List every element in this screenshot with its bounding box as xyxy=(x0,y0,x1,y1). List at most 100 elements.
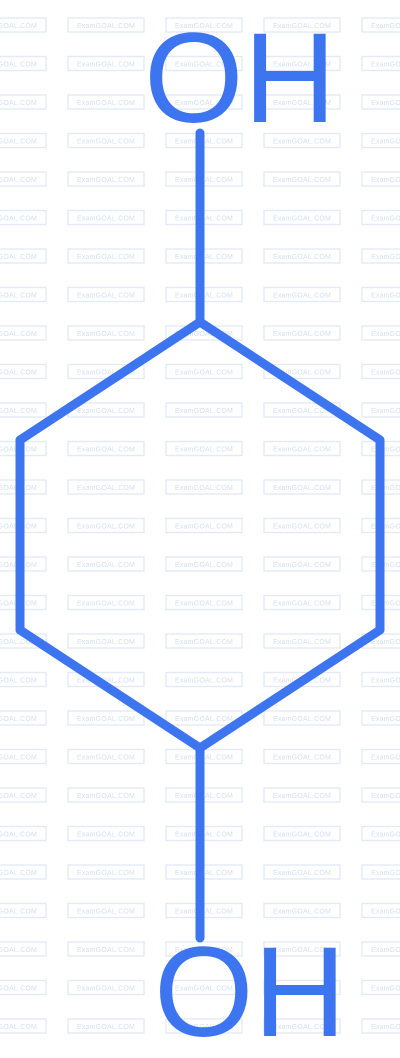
watermark-text: ExamGOAL.COM xyxy=(77,793,135,800)
watermark-text: ExamGOAL.COM xyxy=(371,62,400,69)
watermark-text: ExamGOAL.COM xyxy=(273,485,331,492)
watermark-tile: ExamGOAL.COM xyxy=(0,671,47,688)
watermark-tile: ExamGOAL.COM xyxy=(67,556,145,572)
watermark-text: ExamGOAL.COM xyxy=(273,832,331,839)
watermark-tile: ExamGOAL.COM xyxy=(263,132,341,149)
watermark-tile: ExamGOAL.COM xyxy=(361,55,400,72)
watermark-text: ExamGOAL.COM xyxy=(273,562,331,569)
watermark-box xyxy=(67,1018,145,1034)
watermark-text: ExamGOAL.COM xyxy=(273,293,331,300)
watermark-text: ExamGOAL.COM xyxy=(175,1024,233,1031)
watermark-text: ExamGOAL.COM xyxy=(77,331,135,338)
watermark-tile: ExamGOAL.COM xyxy=(67,825,145,842)
watermark-text: ExamGOAL.COM xyxy=(0,100,37,107)
watermark-box xyxy=(361,94,400,110)
watermark-box xyxy=(165,633,243,649)
watermark-text: ExamGOAL.COM xyxy=(175,601,233,608)
watermark-text: ExamGOAL.COM xyxy=(371,909,400,916)
watermark-text: ExamGOAL.COM xyxy=(0,254,37,261)
watermark-box xyxy=(165,363,243,380)
watermark-box xyxy=(0,440,47,457)
watermark-tile: ExamGOAL.COM xyxy=(0,286,47,303)
watermark-text: ExamGOAL.COM xyxy=(77,177,135,184)
watermark-box xyxy=(361,132,400,149)
watermark-box xyxy=(0,979,47,996)
watermark-box xyxy=(165,55,243,72)
watermark-text: ExamGOAL.COM xyxy=(273,601,331,608)
watermark-box xyxy=(165,17,243,33)
watermark-tile: ExamGOAL.COM xyxy=(263,248,341,264)
watermark-tile: ExamGOAL.COM xyxy=(67,748,145,765)
watermark-text: ExamGOAL.COM xyxy=(175,408,233,415)
watermark-box xyxy=(263,748,341,765)
watermark-box xyxy=(67,94,145,110)
watermark-tile: ExamGOAL.COM xyxy=(361,209,400,226)
watermark-box xyxy=(67,864,145,880)
watermark-box xyxy=(361,363,400,380)
watermark-text: ExamGOAL.COM xyxy=(175,23,233,30)
watermark-box xyxy=(361,941,400,957)
watermark-box xyxy=(0,787,47,803)
watermark-tile: ExamGOAL.COM xyxy=(67,864,145,880)
watermark-tile: ExamGOAL.COM xyxy=(263,864,341,880)
watermark-text: ExamGOAL.COM xyxy=(273,408,331,415)
watermark-text: ExamGOAL.COM xyxy=(77,832,135,839)
watermark-text: ExamGOAL.COM xyxy=(77,447,135,454)
watermark-text: ExamGOAL.COM xyxy=(0,293,37,300)
watermark-tile: ExamGOAL.COM xyxy=(361,363,400,380)
watermark-tile: ExamGOAL.COM xyxy=(165,594,243,611)
watermark-box xyxy=(0,825,47,842)
watermark-text: ExamGOAL.COM xyxy=(273,100,331,107)
watermark-box xyxy=(0,941,47,957)
watermark-box xyxy=(67,748,145,765)
watermark-box xyxy=(0,517,47,534)
watermark-box xyxy=(0,286,47,303)
watermark-box xyxy=(0,479,47,495)
watermark-tile: ExamGOAL.COM xyxy=(0,902,47,919)
watermark-text: ExamGOAL.COM xyxy=(175,524,233,531)
watermark-box xyxy=(67,787,145,803)
watermark-text: ExamGOAL.COM xyxy=(371,254,400,261)
watermark-box xyxy=(361,979,400,996)
watermark-tile: ExamGOAL.COM xyxy=(165,633,243,649)
watermark-text: ExamGOAL.COM xyxy=(77,524,135,531)
watermark-tile: ExamGOAL.COM xyxy=(67,325,145,341)
watermark-text: ExamGOAL.COM xyxy=(371,755,400,762)
watermark-text: ExamGOAL.COM xyxy=(371,870,400,877)
watermark-box xyxy=(0,671,47,688)
watermark-text: ExamGOAL.COM xyxy=(371,100,400,107)
watermark-tile: ExamGOAL.COM xyxy=(263,710,341,726)
watermark-box xyxy=(67,902,145,919)
watermark-tile: ExamGOAL.COM xyxy=(361,941,400,957)
watermark-text: ExamGOAL.COM xyxy=(273,216,331,223)
watermark-text: ExamGOAL.COM xyxy=(273,986,331,993)
watermark-text: ExamGOAL.COM xyxy=(0,408,37,415)
watermark-tile: ExamGOAL.COM xyxy=(263,979,341,996)
watermark-text: ExamGOAL.COM xyxy=(77,870,135,877)
watermark-box xyxy=(263,363,341,380)
watermark-tile: ExamGOAL.COM xyxy=(361,556,400,572)
watermark-tile: ExamGOAL.COM xyxy=(263,825,341,842)
watermark-box xyxy=(263,132,341,149)
watermark-text: ExamGOAL.COM xyxy=(175,639,233,646)
watermark-text: ExamGOAL.COM xyxy=(273,447,331,454)
watermark-box xyxy=(0,748,47,765)
watermark-box xyxy=(263,787,341,803)
watermark-text: ExamGOAL.COM xyxy=(273,716,331,723)
watermark-box xyxy=(263,633,341,649)
watermark-text: ExamGOAL.COM xyxy=(0,370,37,377)
watermark-text: ExamGOAL.COM xyxy=(0,870,37,877)
watermark-tile: ExamGOAL.COM xyxy=(0,94,47,110)
watermark-box xyxy=(67,171,145,187)
watermark-box xyxy=(0,710,47,726)
watermark-tile: ExamGOAL.COM xyxy=(361,671,400,688)
watermark-box xyxy=(67,710,145,726)
watermark-box xyxy=(361,440,400,457)
watermark-box xyxy=(0,17,47,33)
watermark-box xyxy=(67,55,145,72)
watermark-text: ExamGOAL.COM xyxy=(371,331,400,338)
watermark-box xyxy=(0,94,47,110)
watermark-text: ExamGOAL.COM xyxy=(371,370,400,377)
watermark-tile: ExamGOAL.COM xyxy=(165,94,243,110)
